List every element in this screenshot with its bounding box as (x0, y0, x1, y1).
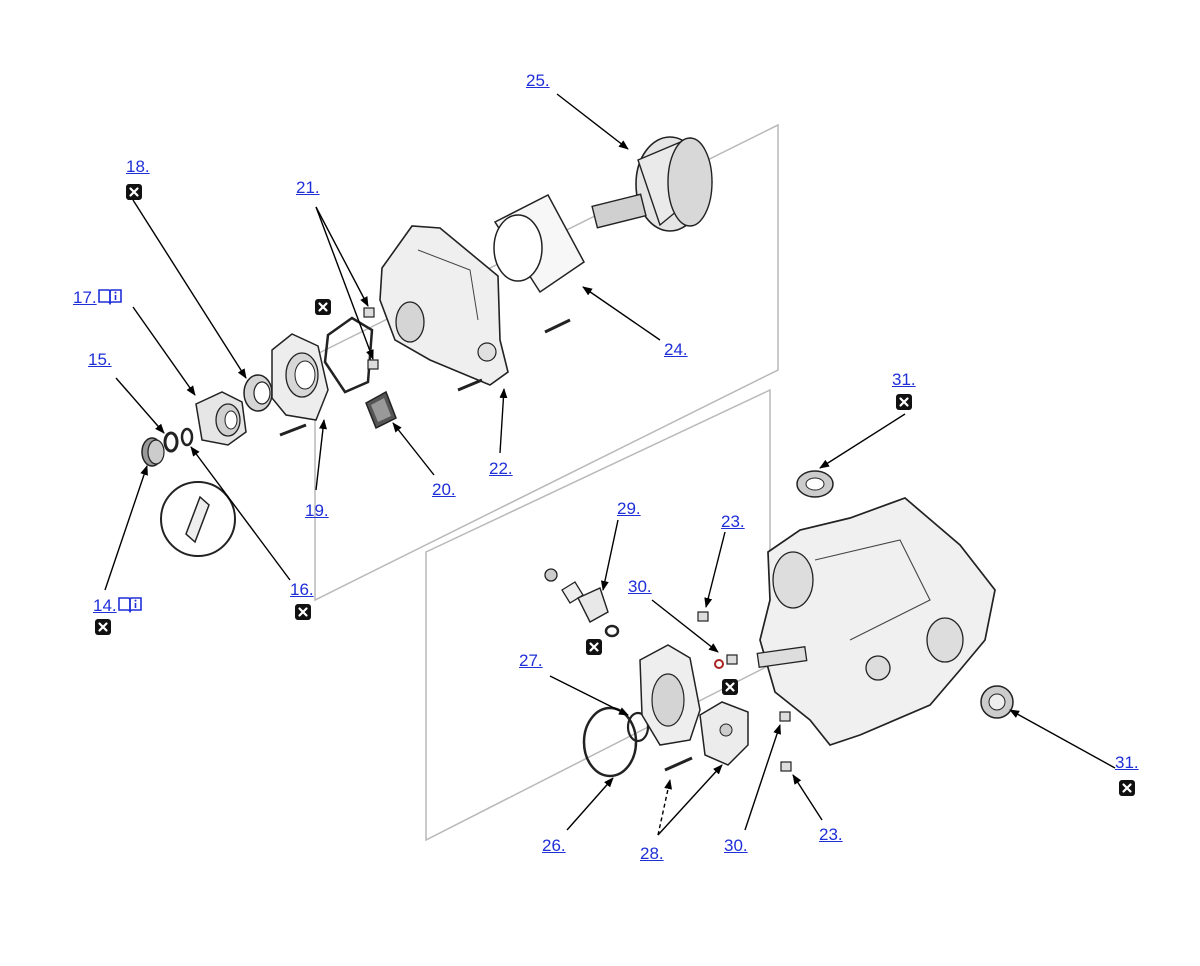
o-ring-detail-callout (160, 481, 236, 557)
part-pump-cover (639, 644, 701, 746)
part-30-seal (714, 659, 724, 669)
part-30-dowel-upper (726, 654, 738, 665)
callout-16[interactable]: 16. (290, 580, 314, 599)
x-box-icon (295, 604, 311, 620)
callout-30-lower[interactable]: 30. (724, 836, 748, 855)
callout-26[interactable]: 26. (542, 836, 566, 855)
callout-18[interactable]: 18. (126, 157, 150, 176)
part-28-valve-body (664, 701, 749, 772)
part-26-o-ring (582, 706, 638, 778)
part-23-dowel-upper (697, 611, 709, 622)
part-21-dowel-upper (363, 307, 375, 318)
callout-19[interactable]: 19. (305, 501, 329, 520)
x-box-icon (586, 639, 602, 655)
callout-27[interactable]: 27. (519, 651, 543, 670)
x-box-icon (126, 184, 142, 200)
part-24-drum (493, 193, 585, 334)
part-21-dowel-lower (367, 359, 379, 370)
part-15-washer (163, 431, 179, 453)
callout-17-text: 17. (73, 288, 97, 307)
callout-21[interactable]: 21. (296, 178, 320, 197)
part-23-dowel-lower (780, 761, 792, 772)
part-20-filter (365, 390, 397, 430)
callout-22[interactable]: 22. (489, 459, 513, 478)
book-info-icon (97, 289, 122, 305)
part-16-o-ring (180, 427, 194, 447)
part-19-cover (271, 333, 329, 437)
callout-23-upper[interactable]: 23. (721, 512, 745, 531)
part-22-housing (379, 225, 509, 392)
part-29-sensor (544, 568, 620, 638)
part-14-gear (141, 437, 165, 467)
part-main-case (756, 497, 996, 746)
callout-17[interactable]: 17. (73, 288, 122, 307)
callout-23-lower[interactable]: 23. (819, 825, 843, 844)
callout-29[interactable]: 29. (617, 499, 641, 518)
callout-31-upper[interactable]: 31. (892, 370, 916, 389)
callout-25[interactable]: 25. (526, 71, 550, 90)
part-18-bearing (243, 374, 273, 412)
part-27-o-ring (626, 711, 650, 743)
part-25-clutch-pack (591, 136, 713, 232)
x-box-icon (1119, 780, 1135, 796)
callout-14[interactable]: 14. (93, 596, 142, 615)
part-gasket (323, 316, 374, 394)
book-info-icon (117, 597, 142, 613)
callout-20[interactable]: 20. (432, 480, 456, 499)
callout-24[interactable]: 24. (664, 340, 688, 359)
callout-30-upper[interactable]: 30. (628, 577, 652, 596)
callout-15[interactable]: 15. (88, 350, 112, 369)
x-box-icon (95, 619, 111, 635)
part-17-housing (195, 391, 247, 446)
part-30-dowel-lower (779, 711, 791, 722)
callout-31-lower[interactable]: 31. (1115, 753, 1139, 772)
leader-lines (104, 93, 1116, 836)
x-box-icon (896, 394, 912, 410)
part-31-seal-lower (980, 685, 1014, 719)
x-box-icon (315, 299, 331, 315)
callout-14-text: 14. (93, 596, 117, 615)
part-31-seal-upper (796, 470, 834, 498)
x-box-icon (722, 679, 738, 695)
callout-28[interactable]: 28. (640, 844, 664, 863)
